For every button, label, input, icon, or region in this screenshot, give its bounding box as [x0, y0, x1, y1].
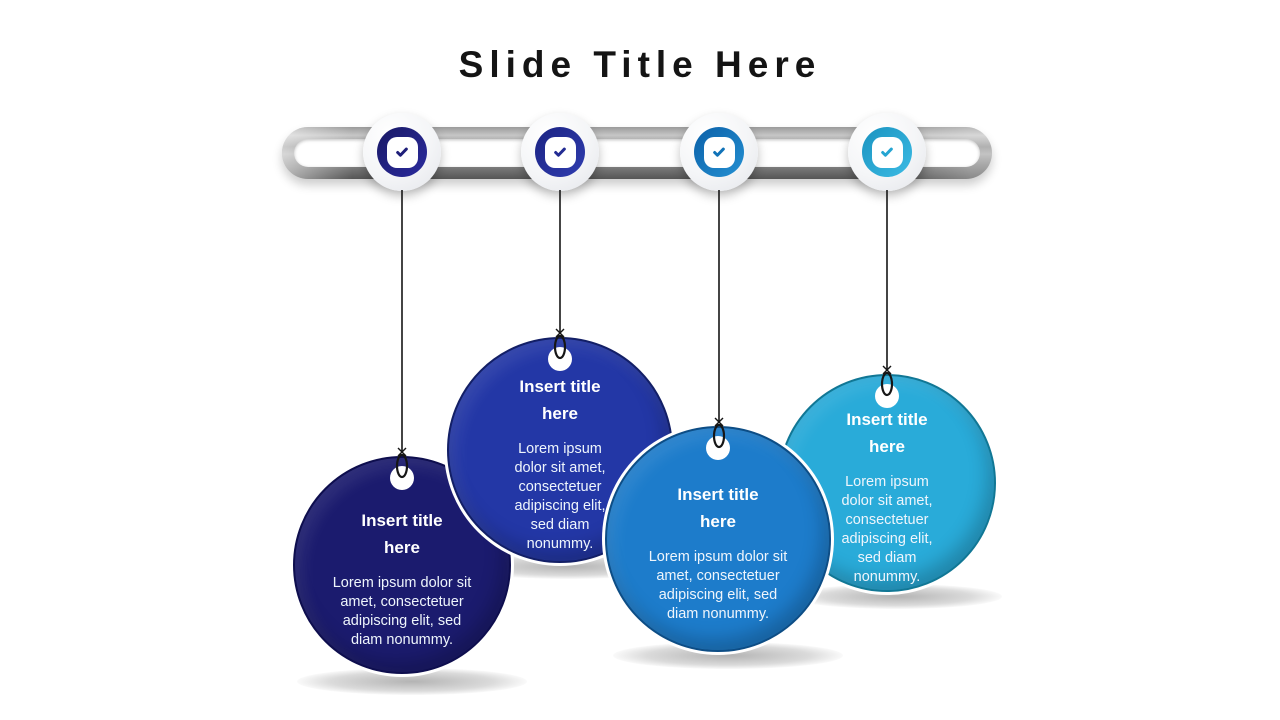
string-3	[712, 190, 726, 449]
item-title: Insert title here	[361, 510, 443, 557]
item-title: Insert title here	[519, 376, 601, 423]
check-badge-1	[363, 113, 441, 191]
item-body: Lorem ipsum dolor sit amet, consectetuer…	[648, 548, 788, 622]
check-icon	[871, 136, 903, 168]
check-icon	[544, 136, 576, 168]
item-title: Insert title here	[846, 409, 928, 456]
check-badge-4	[848, 113, 926, 191]
check-icon	[703, 136, 735, 168]
item-title: Insert title here	[677, 484, 759, 531]
badge-ring	[862, 127, 912, 177]
string-2	[553, 190, 567, 360]
item-body: Lorem ipsum dolor sit amet, consectetuer…	[332, 574, 472, 648]
item-body: Lorem ipsum dolor sit amet, consectetuer…	[841, 473, 933, 585]
string-4	[880, 190, 894, 397]
item-body: Lorem ipsum dolor sit amet, consectetuer…	[514, 440, 606, 552]
slide-title: Slide Title Here	[458, 44, 822, 85]
tag-circle-3: Insert title here Lorem ipsum dolor sit …	[605, 426, 831, 652]
badge-ring	[694, 127, 744, 177]
check-badge-3	[680, 113, 758, 191]
check-badge-2	[521, 113, 599, 191]
check-icon	[386, 136, 418, 168]
string-1	[395, 190, 409, 479]
badge-ring	[377, 127, 427, 177]
badge-ring	[535, 127, 585, 177]
